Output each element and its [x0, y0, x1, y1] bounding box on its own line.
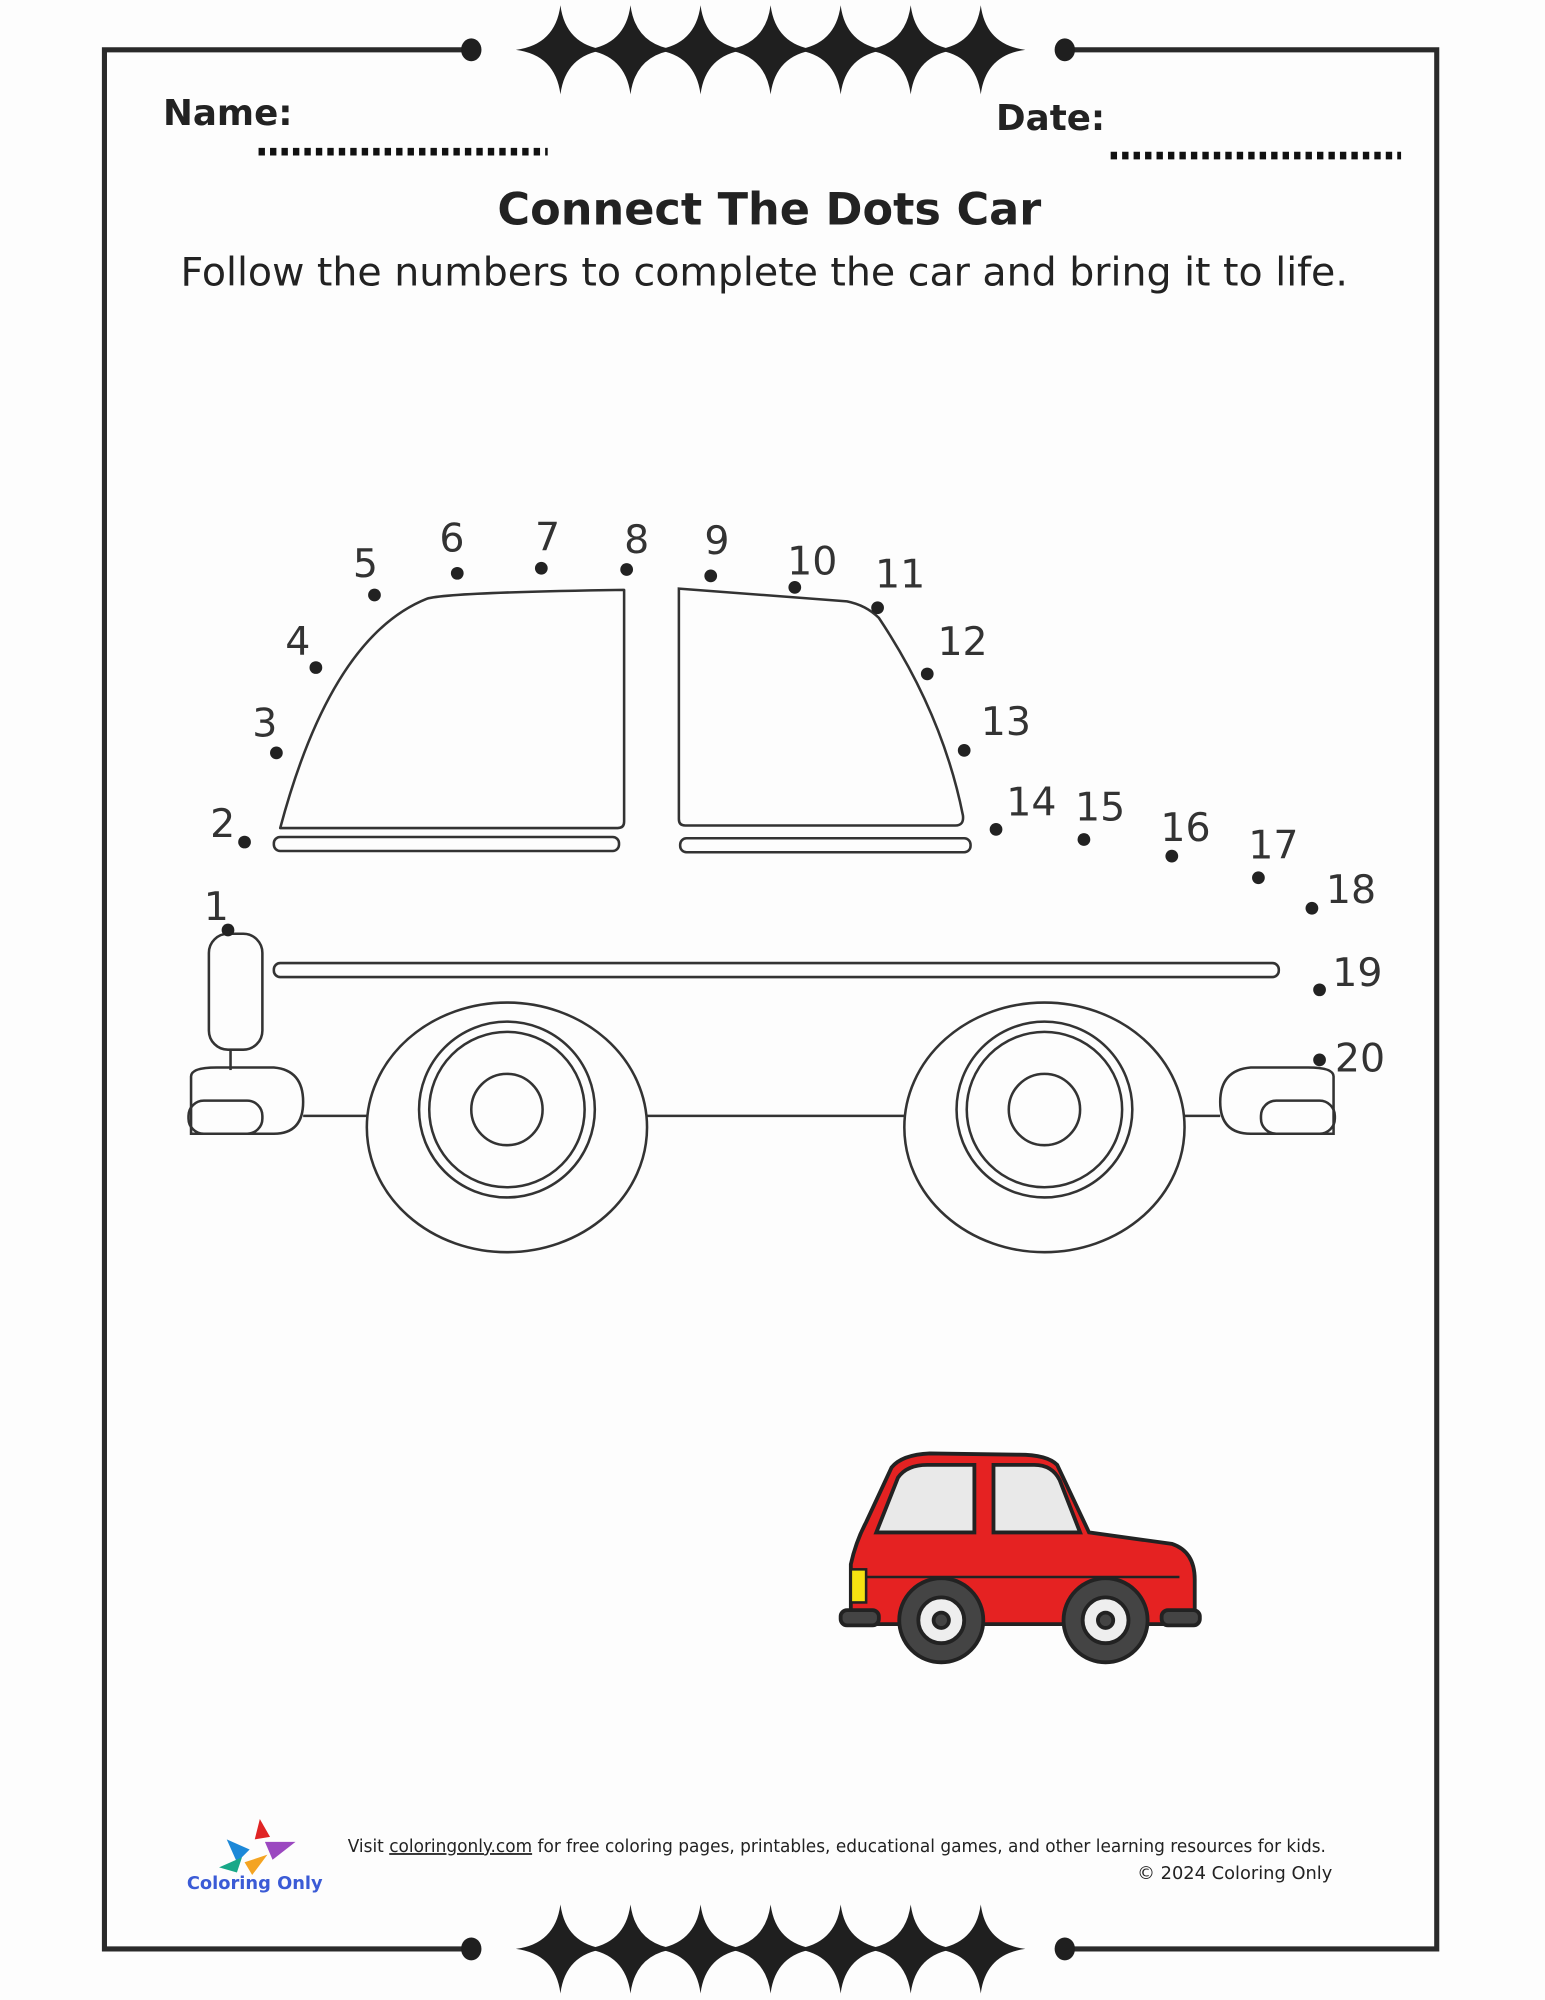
dot-17: [1252, 871, 1265, 885]
star-ornament-icon: [936, 1904, 1026, 1994]
star-ornament-icon: [796, 1904, 886, 1994]
star-ornament-icon: [936, 5, 1026, 95]
dot-label: 15: [1075, 784, 1125, 830]
footer-visit-text: Visit coloringonly.com for free coloring…: [348, 1836, 1326, 1857]
dot-label: 1: [204, 884, 229, 930]
dot-label: 6: [439, 516, 464, 562]
dot-2: [238, 835, 251, 849]
star-ornament-icon: [585, 5, 676, 95]
dot-19: [1313, 983, 1326, 997]
name-label: Name:: [163, 93, 293, 134]
star-ornament-icon: [515, 1904, 606, 1994]
dot-label: 5: [353, 541, 378, 587]
red-car-illustration: [838, 1451, 1202, 1665]
dot-16: [1165, 849, 1179, 863]
dot-5: [368, 588, 381, 602]
dot-3: [270, 746, 283, 760]
star-ornament-icon: [796, 5, 886, 95]
dot-4: [309, 661, 323, 674]
dot-label: 16: [1160, 805, 1210, 851]
dot-label: 13: [981, 699, 1031, 745]
page-border: [101, 47, 1440, 1952]
dot-7: [534, 561, 548, 575]
dot-10: [788, 580, 802, 594]
dot-9: [704, 569, 718, 583]
dot-label: 3: [252, 700, 277, 746]
dot-14: [989, 822, 1003, 836]
dot-label: 19: [1332, 950, 1382, 996]
dot-13: [957, 743, 971, 757]
star-ornament-icon: [655, 5, 746, 95]
dot-11: [871, 601, 884, 615]
dot-label: 4: [285, 619, 310, 665]
dot-18: [1305, 901, 1319, 915]
dot-label: 11: [875, 551, 925, 597]
border-ornament: [461, 5, 1076, 1994]
star-ornament-icon: [726, 5, 816, 95]
page-title: Connect The Dots Car: [497, 183, 1041, 235]
dot-label: 2: [210, 801, 235, 847]
dot-label: 10: [787, 539, 837, 585]
dot-8: [620, 563, 634, 576]
star-ornament-icon: [585, 1904, 676, 1994]
dot-label: 12: [937, 619, 987, 665]
copyright: © 2024 Coloring Only: [1137, 1863, 1333, 1884]
dot-label: 17: [1248, 823, 1298, 869]
dot-label: 14: [1006, 779, 1056, 825]
coloring-only-logo: Coloring Only: [187, 1818, 323, 1894]
star-ornament-icon: [515, 5, 606, 95]
rear-wheel: [365, 1001, 649, 1254]
star-ornament-icon: [866, 1904, 956, 1994]
dot-label: 7: [535, 514, 560, 560]
dot-6: [450, 566, 464, 580]
coloringonly-link[interactable]: coloringonly.com: [389, 1836, 532, 1857]
dot-label: 20: [1335, 1035, 1385, 1081]
car-outline: [187, 587, 1337, 1254]
dot-label: 18: [1326, 867, 1376, 913]
dot-12: [920, 667, 934, 681]
dot-1: [221, 923, 235, 937]
dot-15: [1077, 833, 1091, 846]
front-wheel: [903, 1001, 1186, 1254]
logo-text: Coloring Only: [187, 1873, 323, 1894]
dot-label: 9: [704, 518, 729, 564]
star-ornament-icon: [655, 1904, 746, 1994]
star-ornament-icon: [726, 1904, 816, 1994]
page-subtitle: Follow the numbers to complete the car a…: [181, 249, 1348, 295]
dot-label: 8: [624, 517, 649, 563]
dot-20: [1313, 1053, 1326, 1067]
date-label: Date:: [996, 98, 1105, 139]
star-ornament-icon: [866, 5, 956, 95]
